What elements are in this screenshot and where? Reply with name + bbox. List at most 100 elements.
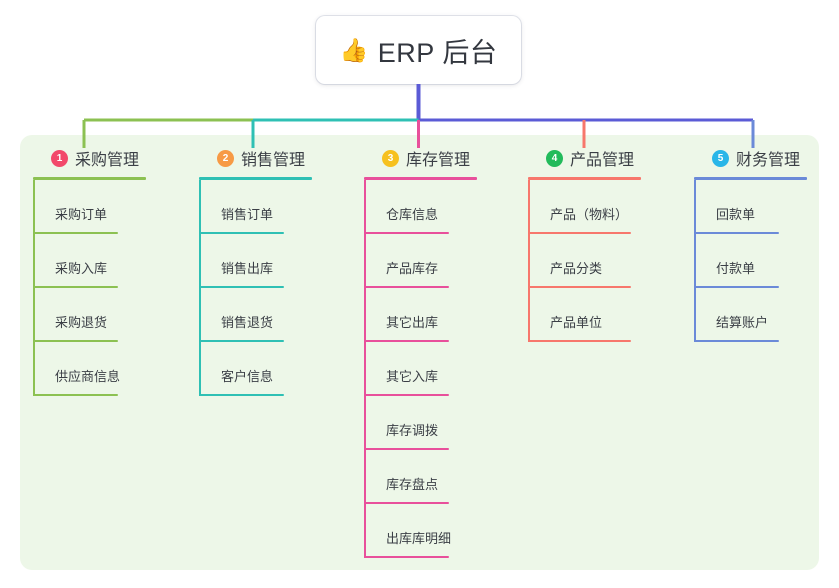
item-label: 采购订单 [55, 207, 108, 222]
item-stem-line [33, 234, 35, 288]
list-item[interactable]: 其它入库 [364, 342, 477, 396]
column-title: 库存管理 [406, 152, 471, 169]
item-label: 结算账户 [716, 315, 769, 330]
item-underline [364, 394, 449, 396]
item-underline [199, 286, 284, 288]
item-stem-line [694, 234, 696, 288]
item-stem-line [199, 180, 201, 234]
list-item[interactable]: 供应商信息 [33, 342, 146, 396]
list-item[interactable]: 回款单 [694, 180, 807, 234]
item-underline [364, 340, 449, 342]
item-underline [364, 448, 449, 450]
column-header-rule [364, 177, 477, 180]
item-stem-line [364, 396, 366, 450]
item-label: 采购退货 [55, 315, 108, 330]
root-node-card[interactable]: 👍 ERP 后台 [316, 16, 521, 84]
item-label: 产品分类 [550, 261, 603, 276]
list-item[interactable]: 其它出库 [364, 288, 477, 342]
column-badge-icon: 4 [546, 149, 563, 167]
item-label: 销售退货 [221, 315, 274, 330]
column-badge-icon: 5 [712, 149, 729, 167]
item-stem-line [694, 288, 696, 342]
item-label: 库存盘点 [386, 477, 439, 492]
item-stem-line [528, 180, 530, 234]
column-header-rule [33, 177, 146, 180]
item-stem-line [364, 450, 366, 504]
list-item[interactable]: 销售退货 [199, 288, 312, 342]
item-underline [33, 232, 118, 234]
item-stem-line [694, 180, 696, 234]
list-item[interactable]: 采购订单 [33, 180, 146, 234]
list-item[interactable]: 采购退货 [33, 288, 146, 342]
item-underline [199, 232, 284, 234]
item-underline [364, 502, 449, 504]
column-header-1[interactable]: 1 采购管理 [33, 145, 146, 171]
item-underline [364, 286, 449, 288]
list-item[interactable]: 产品单位 [528, 288, 641, 342]
item-stem-line [199, 342, 201, 396]
column-header-rule [694, 177, 807, 180]
list-item[interactable]: 客户信息 [199, 342, 312, 396]
list-item[interactable]: 销售订单 [199, 180, 312, 234]
item-label: 销售订单 [221, 207, 274, 222]
list-item[interactable]: 产品库存 [364, 234, 477, 288]
column-items: 销售订单销售出库销售退货客户信息 [199, 180, 312, 396]
column-badge-icon: 2 [217, 149, 234, 167]
column-items: 仓库信息产品库存其它出库其它入库库存调拨库存盘点出库库明细 [364, 180, 477, 558]
item-stem-line [364, 234, 366, 288]
thumbs-up-icon: 👍 [339, 36, 369, 63]
item-underline [694, 340, 779, 342]
item-label: 库存调拨 [386, 423, 439, 438]
column-badge-icon: 3 [382, 149, 399, 167]
list-item[interactable]: 仓库信息 [364, 180, 477, 234]
item-underline [33, 340, 118, 342]
item-underline [33, 286, 118, 288]
column-header-rule [528, 177, 641, 180]
item-label: 采购入库 [55, 261, 108, 276]
item-underline [528, 340, 631, 342]
list-item[interactable]: 产品（物料） [528, 180, 641, 234]
branch-panel [20, 135, 819, 570]
item-stem-line [528, 288, 530, 342]
column-items: 产品（物料） 产品分类产品单位 [528, 180, 641, 342]
item-stem-line [199, 234, 201, 288]
item-stem-line [33, 288, 35, 342]
list-item[interactable]: 付款单 [694, 234, 807, 288]
item-underline [694, 232, 779, 234]
list-item[interactable]: 结算账户 [694, 288, 807, 342]
item-underline [694, 286, 779, 288]
column-badge-icon: 1 [51, 149, 68, 167]
column-items: 回款单付款单结算账户 [694, 180, 807, 342]
column-title: 财务管理 [736, 152, 801, 169]
list-item[interactable]: 采购入库 [33, 234, 146, 288]
item-label: 客户信息 [221, 369, 274, 384]
item-label: 回款单 [716, 207, 756, 222]
item-underline [528, 232, 631, 234]
item-underline [364, 556, 449, 558]
item-stem-line [364, 288, 366, 342]
item-label: 其它出库 [386, 315, 439, 330]
column-header-3[interactable]: 3 库存管理 [364, 145, 477, 171]
item-underline [364, 232, 449, 234]
list-item[interactable]: 销售出库 [199, 234, 312, 288]
item-label: 产品库存 [386, 261, 439, 276]
column-header-5[interactable]: 5 财务管理 [694, 145, 807, 171]
item-label: 其它入库 [386, 369, 439, 384]
list-item[interactable]: 出库库明细 [364, 504, 477, 558]
root-node-title: 👍 ERP 后台 [340, 31, 498, 70]
item-underline [33, 394, 118, 396]
list-item[interactable]: 库存调拨 [364, 396, 477, 450]
list-item[interactable]: 产品分类 [528, 234, 641, 288]
item-stem-line [364, 504, 366, 558]
list-item[interactable]: 库存盘点 [364, 450, 477, 504]
item-label: 付款单 [716, 261, 756, 276]
item-stem-line [364, 342, 366, 396]
root-title-text: ERP 后台 [377, 37, 498, 68]
column-title: 采购管理 [75, 152, 140, 169]
column-1: 1 采购管理采购订单采购入库采购退货供应商信息 [33, 145, 146, 396]
